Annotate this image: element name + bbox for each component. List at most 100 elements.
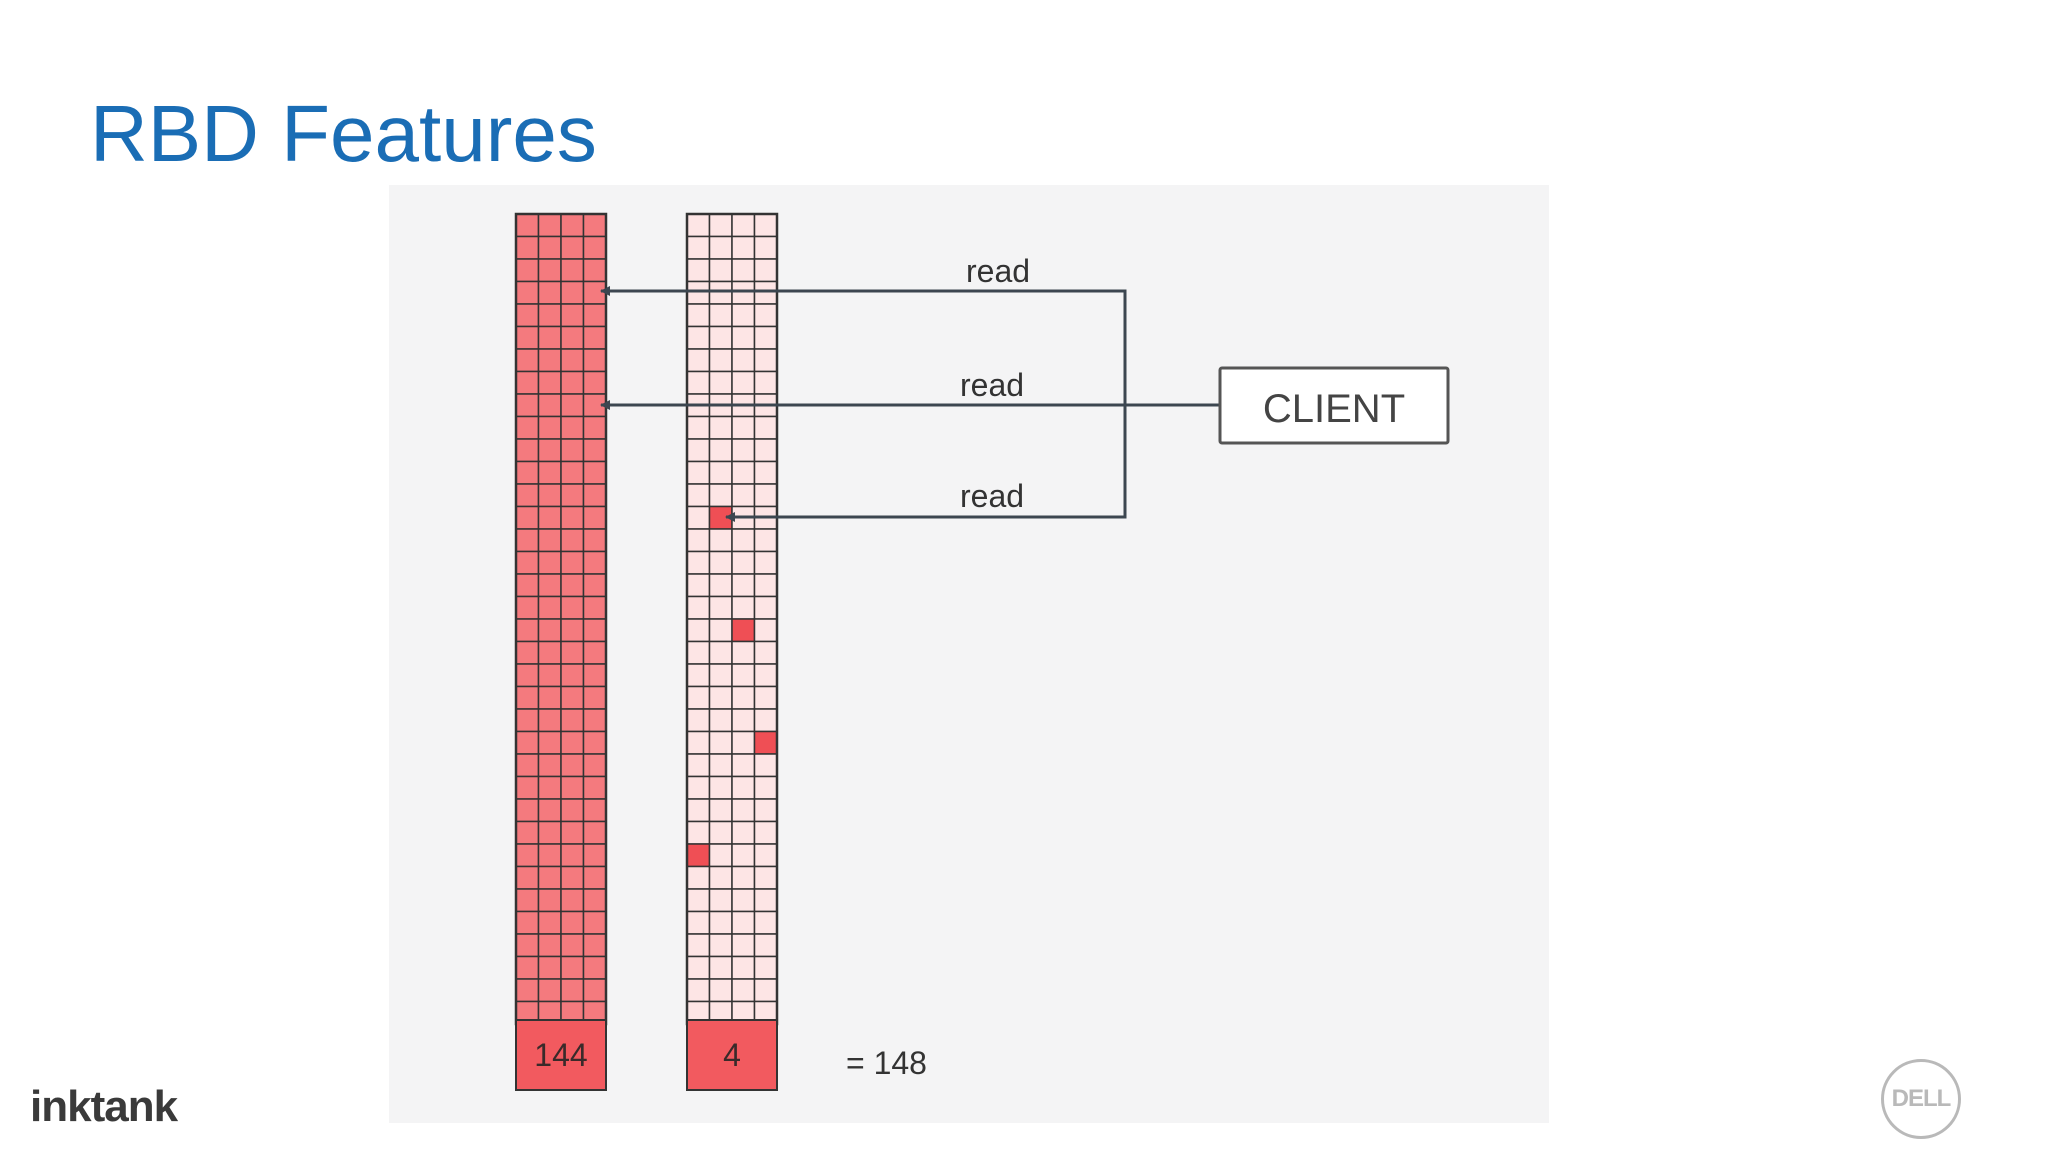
block-cell bbox=[582, 955, 607, 980]
block-cell bbox=[731, 640, 756, 665]
block-cell bbox=[708, 978, 733, 1003]
block-cell bbox=[686, 618, 711, 643]
block-cell bbox=[560, 798, 585, 823]
block-cell bbox=[753, 820, 778, 845]
block-cell bbox=[515, 595, 540, 620]
block-cell bbox=[686, 955, 711, 980]
block-cell bbox=[560, 730, 585, 755]
block-cell bbox=[515, 235, 540, 260]
block-cell bbox=[753, 528, 778, 553]
block-cell bbox=[560, 955, 585, 980]
block-cell bbox=[537, 595, 562, 620]
block-cell bbox=[515, 303, 540, 328]
block-cell bbox=[753, 708, 778, 733]
block-cell bbox=[686, 528, 711, 553]
block-cell bbox=[582, 888, 607, 913]
block-cell bbox=[708, 235, 733, 260]
block-cell bbox=[537, 393, 562, 418]
block-cell bbox=[560, 438, 585, 463]
block-cell bbox=[582, 460, 607, 485]
block-cell bbox=[560, 618, 585, 643]
block-cell bbox=[686, 325, 711, 350]
block-cell bbox=[537, 888, 562, 913]
block-cell bbox=[753, 910, 778, 935]
block-cell bbox=[731, 528, 756, 553]
block-cell bbox=[686, 550, 711, 575]
parent-count-label: 144 bbox=[534, 1037, 587, 1073]
block-cell bbox=[560, 888, 585, 913]
block-cell bbox=[708, 280, 733, 305]
block-cell bbox=[560, 325, 585, 350]
block-cell bbox=[731, 573, 756, 598]
block-cell bbox=[753, 415, 778, 440]
block-cell bbox=[753, 595, 778, 620]
block-cell bbox=[708, 955, 733, 980]
block-cell bbox=[686, 460, 711, 485]
block-cell bbox=[560, 910, 585, 935]
slide-title: RBD Features bbox=[90, 89, 597, 178]
block-cell bbox=[731, 550, 756, 575]
block-cell bbox=[560, 550, 585, 575]
block-cell bbox=[708, 888, 733, 913]
block-cell bbox=[515, 280, 540, 305]
total-label: = 148 bbox=[846, 1045, 927, 1081]
block-cell bbox=[708, 933, 733, 958]
block-cell bbox=[537, 798, 562, 823]
block-cell bbox=[560, 280, 585, 305]
block-cell bbox=[515, 460, 540, 485]
block-cell bbox=[537, 685, 562, 710]
block-cell bbox=[686, 438, 711, 463]
block-cell bbox=[731, 303, 756, 328]
block-cell bbox=[753, 483, 778, 508]
block-cell bbox=[686, 213, 711, 238]
block-cell bbox=[515, 528, 540, 553]
block-cell bbox=[515, 438, 540, 463]
block-cell bbox=[686, 933, 711, 958]
block-cell bbox=[582, 528, 607, 553]
block-cell bbox=[753, 213, 778, 238]
block-cell bbox=[708, 325, 733, 350]
block-cell bbox=[731, 235, 756, 260]
block-cell bbox=[753, 888, 778, 913]
block-cell bbox=[560, 843, 585, 868]
block-cell bbox=[560, 235, 585, 260]
block-cell bbox=[686, 573, 711, 598]
block-cell bbox=[537, 235, 562, 260]
block-cell bbox=[537, 370, 562, 395]
block-cell bbox=[753, 303, 778, 328]
clone-image-column bbox=[685, 212, 779, 1026]
block-cell bbox=[582, 798, 607, 823]
block-cell bbox=[753, 798, 778, 823]
block-cell bbox=[582, 348, 607, 373]
block-cell bbox=[582, 505, 607, 530]
block-cell bbox=[515, 213, 540, 238]
block-cell bbox=[582, 213, 607, 238]
block-cell bbox=[560, 775, 585, 800]
block-cell bbox=[731, 730, 756, 755]
block-cell bbox=[537, 753, 562, 778]
block-cell bbox=[515, 258, 540, 283]
block-cell bbox=[537, 528, 562, 553]
block-cell bbox=[560, 640, 585, 665]
block-cell bbox=[582, 820, 607, 845]
block-cell bbox=[708, 618, 733, 643]
block-cell bbox=[686, 640, 711, 665]
block-cell bbox=[708, 415, 733, 440]
block-cell bbox=[537, 708, 562, 733]
block-cell bbox=[731, 888, 756, 913]
block-cell bbox=[753, 370, 778, 395]
block-cell bbox=[753, 550, 778, 575]
block-cell bbox=[686, 978, 711, 1003]
block-cell bbox=[515, 798, 540, 823]
block-cell bbox=[537, 955, 562, 980]
block-cell bbox=[515, 820, 540, 845]
block-cell bbox=[686, 910, 711, 935]
client-label: CLIENT bbox=[1263, 387, 1405, 431]
block-cell bbox=[731, 865, 756, 890]
block-cell bbox=[731, 438, 756, 463]
block-cell bbox=[731, 460, 756, 485]
block-cell bbox=[753, 843, 778, 868]
block-cell bbox=[708, 303, 733, 328]
block-cell bbox=[686, 663, 711, 688]
block-cell bbox=[537, 843, 562, 868]
